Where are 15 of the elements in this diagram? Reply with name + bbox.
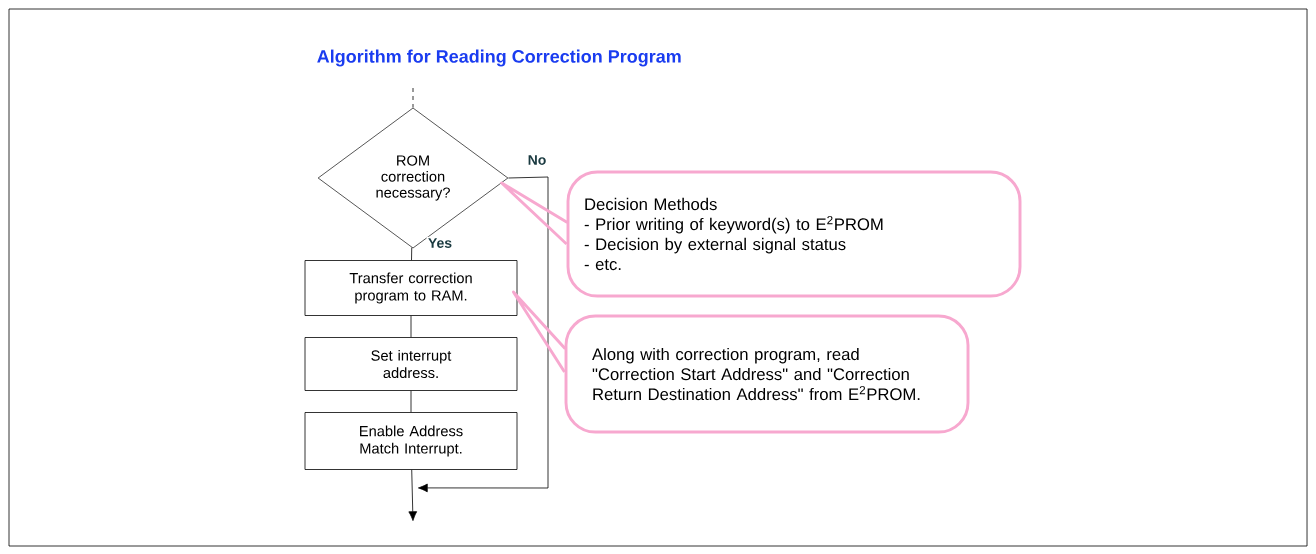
flow-line xyxy=(412,87,414,108)
flow-line xyxy=(410,315,412,338)
process-box: Enable Address Match Interrupt. xyxy=(304,412,518,470)
edge-label: Yes xyxy=(426,236,454,250)
process-box: Set interrupt address. xyxy=(304,337,518,391)
edge-label: No xyxy=(526,153,548,167)
callout-bubble: Along with correction program, read "Correction Start Address" and "Correction Return Destination Address" from E$^{2}$PROM. xyxy=(564,314,970,434)
callout-tail xyxy=(500,181,568,246)
flow-line xyxy=(411,247,413,261)
title: Algorithm for Reading Correction Program xyxy=(317,49,681,67)
process-box: Transfer correction program to RAM. xyxy=(304,260,518,316)
flow-line xyxy=(418,176,549,493)
callout-bubble: Decision Methods - Prior writing of keyword(s) to E$^{2}$PROM - Decision by external signal status - etc. xyxy=(566,170,1022,298)
flow-line xyxy=(410,390,412,413)
flow-line xyxy=(408,469,418,521)
